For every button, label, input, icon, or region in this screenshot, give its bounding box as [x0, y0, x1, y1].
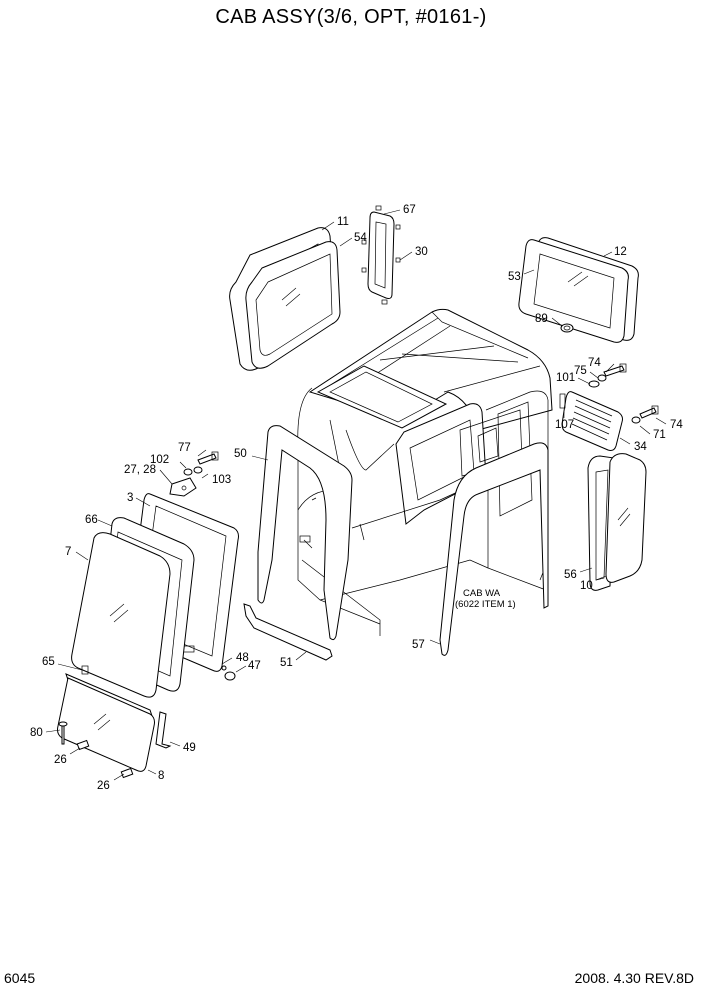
revision-date: 2008. 4.30 REV.8D [574, 970, 694, 986]
part-labels: 11 54 67 30 12 53 89 74 75 101 107 74 71… [30, 204, 683, 792]
page-code: 6045 [4, 970, 36, 986]
washer-75-101 [588, 374, 607, 388]
pin-48-47 [221, 665, 236, 681]
label-26-lower: 26 [97, 780, 110, 792]
label-34: 34 [634, 441, 647, 453]
bolt-74b [631, 405, 659, 424]
label-103: 103 [212, 474, 231, 486]
label-80: 80 [30, 727, 43, 739]
label-10: 10 [580, 580, 593, 592]
label-54: 54 [354, 232, 367, 244]
clip-26b [120, 767, 134, 779]
seal-51 [243, 603, 333, 661]
bolt-74a [603, 363, 627, 377]
seal-54 [245, 241, 341, 369]
frame-30 [361, 205, 401, 305]
window-10 [605, 453, 647, 583]
bracket-27-28 [169, 477, 197, 497]
bolt-80 [58, 721, 68, 745]
window-8 [57, 677, 155, 772]
label-3: 3 [127, 492, 133, 504]
label-107: 107 [555, 419, 574, 431]
label-57: 57 [412, 639, 425, 651]
label-66: 66 [85, 514, 98, 526]
seal-57 [439, 442, 549, 656]
cab-note-line2: (6022 ITEM 1) [455, 599, 516, 610]
cab-body [297, 308, 553, 636]
label-49: 49 [183, 742, 196, 754]
label-77: 77 [178, 442, 191, 454]
label-102: 102 [150, 454, 169, 466]
washer-102-103 [183, 466, 203, 476]
page-title: CAB ASSY(3/6, OPT, #0161-) [215, 6, 487, 28]
bolt-77 [197, 451, 219, 465]
label-74-right: 74 [670, 419, 683, 431]
label-51: 51 [280, 657, 293, 669]
label-47: 47 [248, 660, 261, 672]
label-71: 71 [653, 429, 666, 441]
label-89: 89 [535, 313, 548, 325]
label-12: 12 [614, 246, 627, 258]
label-65: 65 [42, 656, 55, 668]
leader-lines [45, 209, 667, 781]
ring-89 [560, 323, 574, 333]
label-74-top: 74 [588, 357, 601, 369]
clip-26a [76, 739, 90, 751]
label-26-upper: 26 [54, 754, 67, 766]
label-67: 67 [403, 204, 416, 216]
label-48: 48 [236, 652, 249, 664]
label-75: 75 [574, 365, 587, 377]
seal-53 [518, 239, 629, 343]
seal-50 [257, 425, 353, 641]
label-101: 101 [556, 372, 575, 384]
cab-note-line1: CAB WA [463, 588, 501, 599]
window-7 [71, 532, 171, 698]
label-56: 56 [564, 569, 577, 581]
label-53: 53 [508, 271, 521, 283]
label-7: 7 [65, 546, 71, 558]
label-11: 11 [337, 216, 349, 228]
vent-34 [559, 391, 623, 451]
label-50: 50 [234, 448, 247, 460]
label-30: 30 [415, 246, 428, 258]
label-8: 8 [158, 770, 164, 782]
seal-49 [155, 711, 172, 749]
label-27-28: 27, 28 [124, 464, 156, 476]
